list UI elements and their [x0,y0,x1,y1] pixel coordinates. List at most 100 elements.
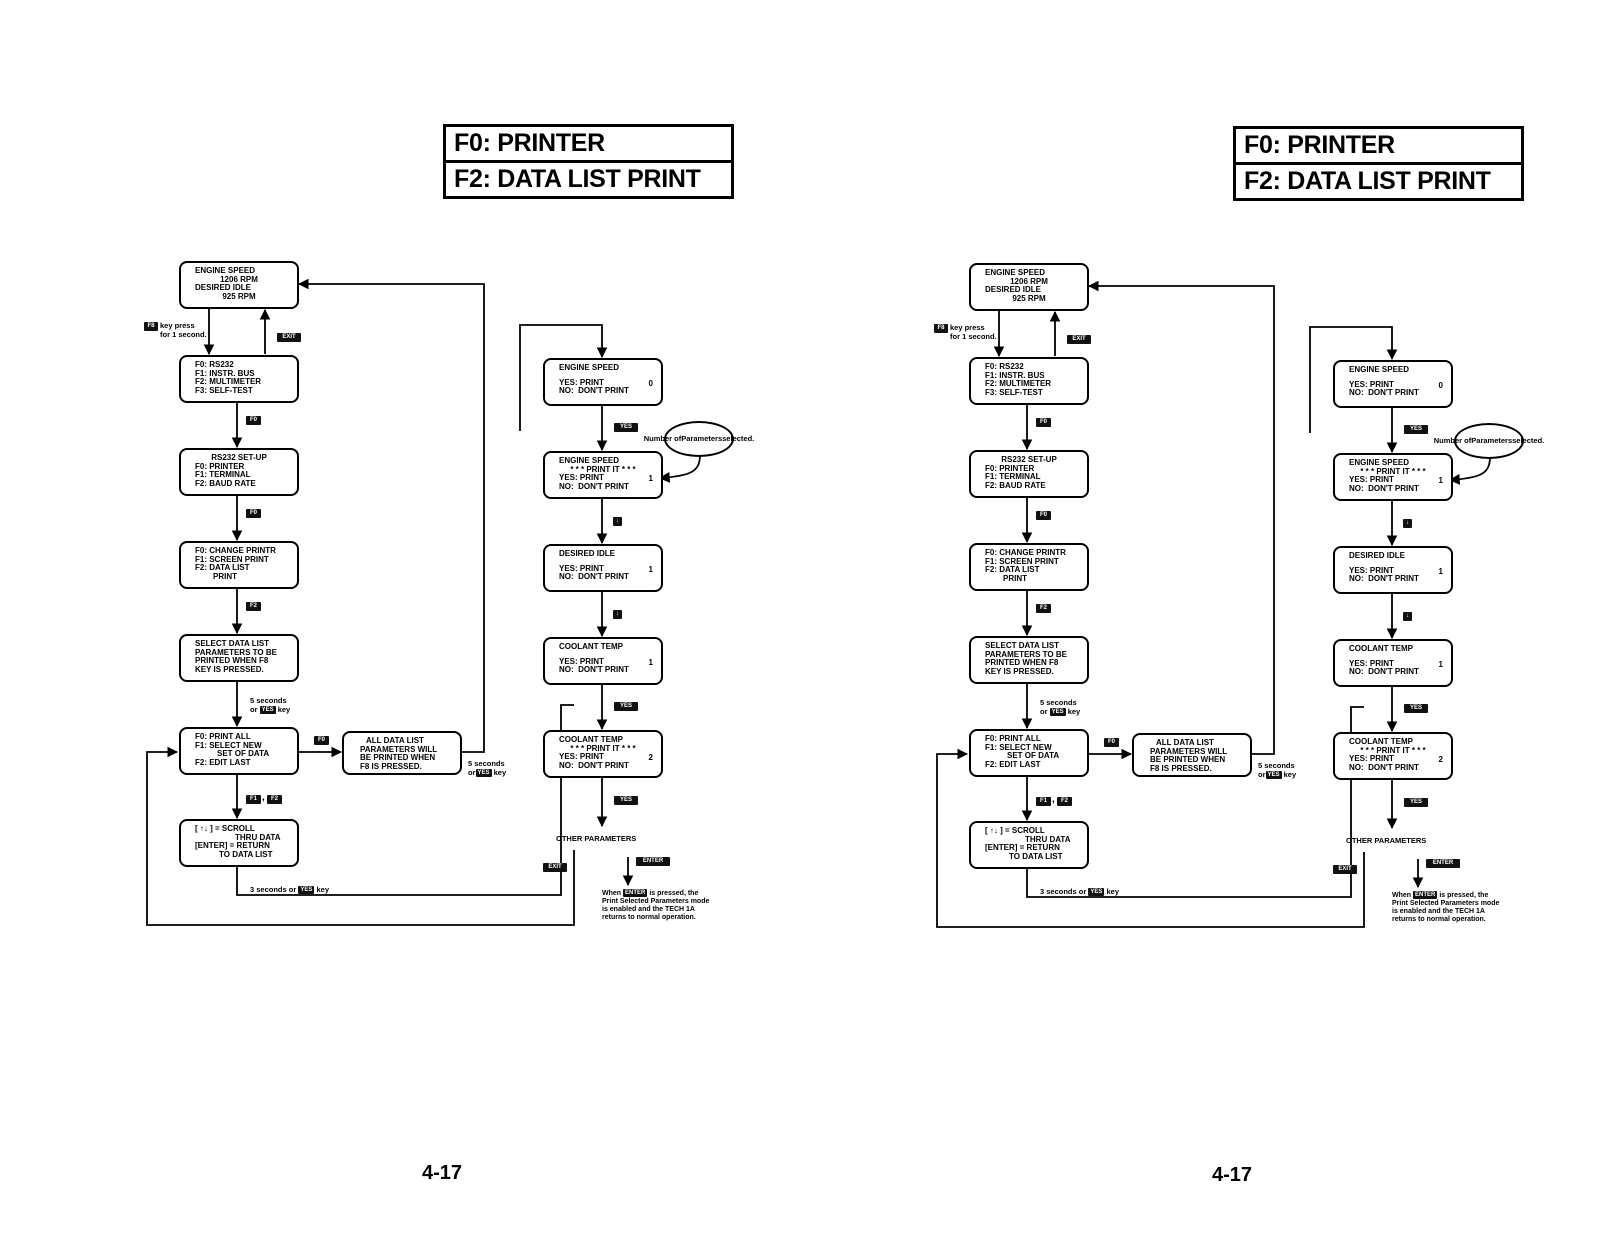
down-arrow-key[interactable]: ↓ [1403,519,1412,528]
enter-key[interactable]: ENTER [1426,859,1460,868]
note-text: key [1106,887,1119,896]
exit-key[interactable]: EXIT [277,333,301,342]
parameter-count: 2 [1438,755,1443,764]
bubble-text: Number of [643,434,682,443]
f0-key[interactable]: F0 [314,736,329,745]
node-line: SET OF DATA [217,749,270,759]
printer-menu-screen: F0: CHANGE PRINTR F1: SCREEN PRINT F2: D… [969,543,1089,591]
node-line: F2: BAUD RATE [985,480,1046,490]
f0-key[interactable]: F0 [1036,511,1051,520]
f8-key[interactable]: F8 [144,322,158,331]
node-line: BE PRINTED WHEN [360,753,436,763]
node-line: F1: SELECT NEW [985,742,1052,752]
exit-key[interactable]: EXIT [1067,335,1091,344]
yes-key[interactable]: YES [614,423,638,432]
exit-key[interactable]: EXIT [543,863,567,872]
yes-key[interactable]: YES [259,705,276,714]
node-line: COOLANT TEMP [1349,737,1413,746]
note-text: key [1283,769,1297,779]
five-seconds-note: 5 seconds or YES key [1040,698,1081,716]
rs232-setup-screen: RS232 SET-UP F0: PRINTER F1: TERMINAL F2… [179,448,299,496]
node-line: YES: PRINT [559,563,604,573]
parameter-count: 0 [1438,381,1443,390]
f1-key[interactable]: F1 [246,795,261,804]
node-line: COOLANT TEMP [1349,644,1413,653]
title-line-2: F2: DATA LIST PRINT [446,160,731,196]
scroll-screen: [ ↑↓ ] = SCROLL THRU DATA [ENTER] = RETU… [179,819,299,867]
yes-key[interactable]: YES [298,886,315,895]
node-line: F2: EDIT LAST [195,757,251,767]
parameters-selected-bubble: Number of Parameters selected. [644,421,754,457]
node-line: ENGINE SPEED [1349,458,1410,467]
f0-key[interactable]: F0 [246,509,261,518]
node-line: F2: EDIT LAST [985,759,1041,769]
yes-key[interactable]: YES [1404,704,1428,713]
bubble-text: Parameters [1471,436,1513,445]
title-box: F0: PRINTER F2: DATA LIST PRINT [1233,126,1524,201]
node-line: ENGINE SPEED [1349,365,1410,374]
exit-key[interactable]: EXIT [1333,865,1357,874]
f2-key[interactable]: F2 [267,795,282,804]
down-arrow-key[interactable]: ↓ [1403,612,1412,621]
yes-key[interactable]: YES [1049,707,1066,716]
node-line: COOLANT TEMP [559,642,623,651]
yes-key[interactable]: YES [1404,798,1428,807]
note-text: 3 seconds or [250,885,297,894]
node-line: ALL DATA LIST [1156,738,1214,747]
node-line: F2: BAUD RATE [195,478,256,488]
main-menu-screen: F0: RS232 F1: INSTR. BUS F2: MULTIMETER … [969,357,1089,405]
three-seconds-note: 3 seconds or YES key [1040,887,1119,897]
note-text: 5 seconds [250,696,287,705]
enter-key[interactable]: ENTER [636,857,670,866]
yes-key[interactable]: YES [1088,888,1105,897]
f0-key[interactable]: F0 [246,416,261,425]
node-line: F8 IS PRESSED. [1150,763,1212,773]
yes-key[interactable]: YES [1265,770,1282,779]
node-line: YES: PRINT [559,377,604,387]
node-line: ENGINE SPEED [559,363,620,372]
parameter-count: 2 [648,753,653,762]
enter-key-inline: ENTER [1413,891,1438,899]
node-line: KEY IS PRESSED. [985,666,1054,676]
note-text: 5 seconds [468,759,505,768]
node-line: THRU DATA [235,832,281,842]
f0-key[interactable]: F0 [1036,418,1051,427]
node-line: RS232 SET-UP [1001,455,1057,464]
node-line: ALL DATA LIST [366,736,424,745]
other-parameters-label: OTHER PARAMETERS [556,834,637,843]
node-line: ENGINE SPEED [985,268,1046,277]
yes-key[interactable]: YES [1404,425,1428,434]
node-line: * * * PRINT IT * * * [1360,745,1426,755]
parameter-count: 1 [648,565,653,574]
down-arrow-key[interactable]: ↓ [613,610,622,619]
f0-key[interactable]: F0 [1104,738,1119,747]
f2-key[interactable]: F2 [246,602,261,611]
yes-key[interactable]: YES [614,702,638,711]
footnote-text: When [602,889,622,897]
f8-key[interactable]: F8 [934,324,948,333]
yes-key[interactable]: YES [614,796,638,805]
note-text: key [1067,706,1081,716]
f1-key[interactable]: F1 [1036,797,1051,806]
node-line: 925 RPM [1012,293,1046,303]
footnote-text: Print Selected Parameters mode [602,897,710,905]
coolant-temp-print-screen: COOLANT TEMP * * * PRINT IT * * * YES: P… [1333,732,1453,780]
f2-key[interactable]: F2 [1057,797,1072,806]
coolant-temp-screen: COOLANT TEMP YES: PRINT NO: DON'T PRINT … [543,637,663,685]
key-press-text: for 1 second. [950,331,997,341]
enter-key-inline: ENTER [623,889,648,897]
three-seconds-note: 3 seconds or YES key [250,885,329,895]
node-line: YES: PRINT [1349,754,1394,764]
printer-menu-screen: F0: CHANGE PRINTR F1: SCREEN PRINT F2: D… [179,541,299,589]
node-line: NO: DON'T PRINT [559,665,629,675]
down-arrow-key[interactable]: ↓ [613,517,622,526]
f2-key[interactable]: F2 [1036,604,1051,613]
yes-key[interactable]: YES [475,768,492,777]
node-line: NO: DON'T PRINT [559,386,629,396]
node-line: F2: MULTIMETER [195,377,262,387]
parameter-count: 1 [648,474,653,483]
flow-arrows [936,280,1491,928]
title-line-1: F0: PRINTER [1244,131,1395,159]
node-line: F8 IS PRESSED. [360,761,422,771]
